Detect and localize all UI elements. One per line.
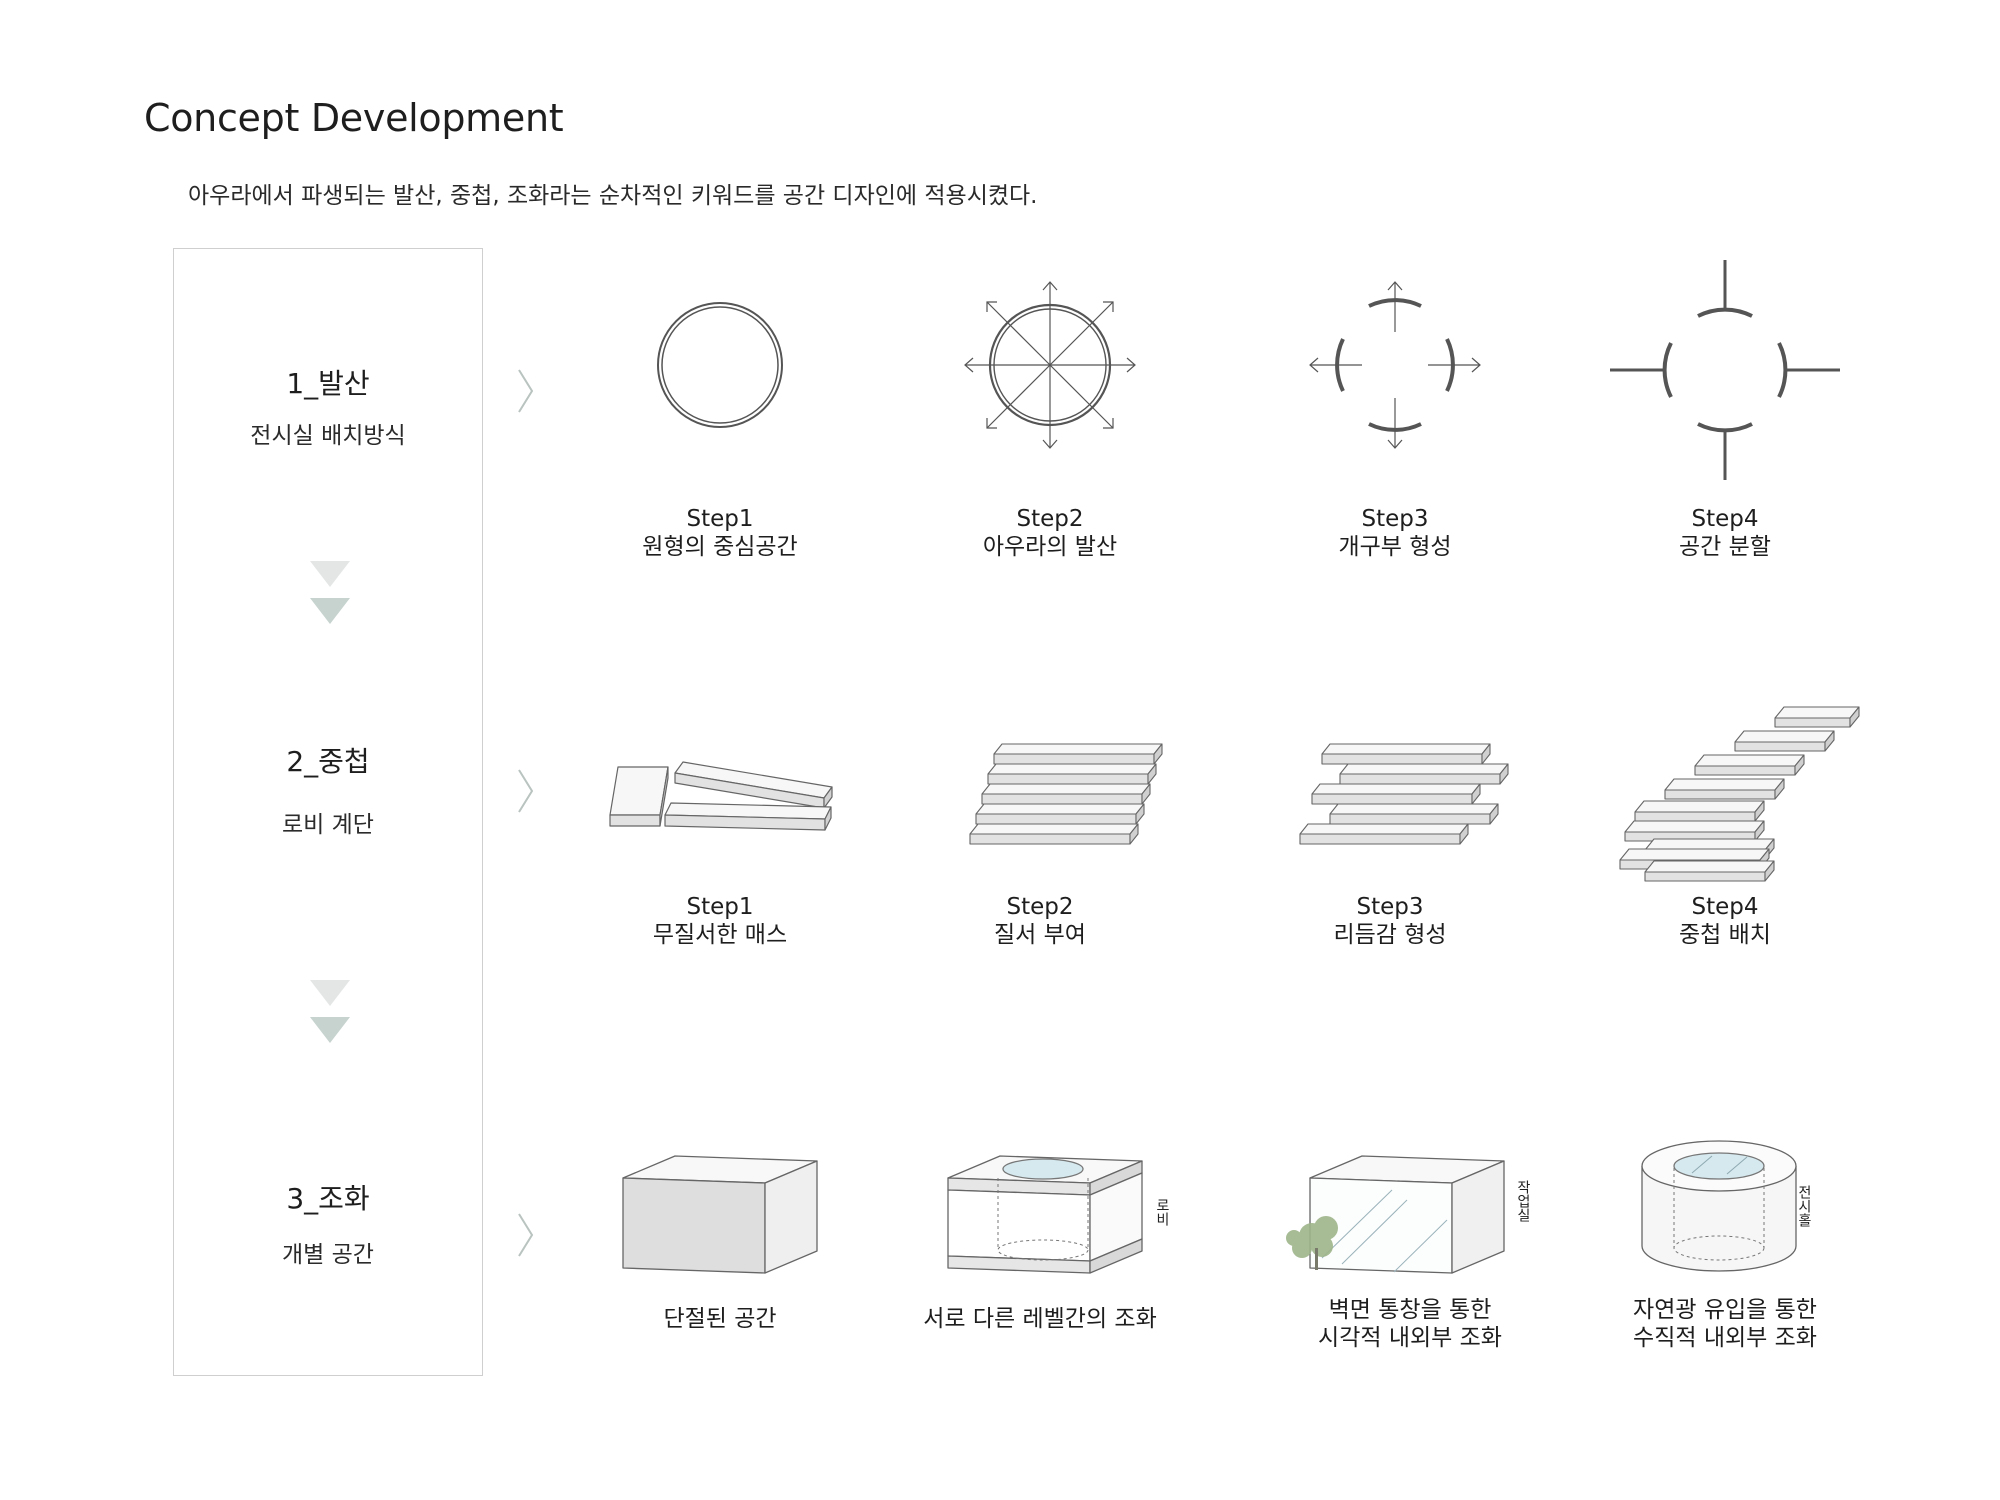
chevron-right-icon bbox=[518, 1213, 534, 1257]
down-arrow-icon bbox=[310, 561, 350, 587]
stage-1-subtitle: 전시실 배치방식 bbox=[250, 423, 406, 449]
stage-3-subtitle: 개별 공간 bbox=[282, 1242, 374, 1268]
slab bbox=[1774, 706, 1860, 728]
stage-1-title: 1_발산 bbox=[286, 367, 370, 400]
slab bbox=[1694, 754, 1805, 776]
page-subtitle: 아우라에서 파생되는 발산, 중첩, 조화라는 순차적인 키워드를 공간 디자인… bbox=[188, 183, 1038, 209]
caption-3-1: 단절된 공간 bbox=[663, 1306, 777, 1332]
slab bbox=[1339, 763, 1509, 785]
lobby-tag: 로비 bbox=[1154, 1198, 1170, 1226]
slab bbox=[1624, 820, 1765, 842]
stage-2-subtitle: 로비 계단 bbox=[282, 812, 374, 838]
exhibition-hall-diagram bbox=[1641, 1140, 1797, 1272]
slab bbox=[975, 803, 1145, 825]
down-arrow-icon bbox=[310, 598, 350, 624]
circle-center-diagram bbox=[657, 302, 783, 428]
ordered-slabs-diagram bbox=[969, 743, 1163, 845]
stage-2-title: 2_중첩 bbox=[286, 745, 370, 778]
slab bbox=[969, 823, 1139, 845]
down-arrow-icon bbox=[310, 1017, 350, 1043]
workshop-tag: 작업실 bbox=[1515, 1180, 1531, 1222]
chevron-right-icon bbox=[518, 769, 534, 813]
page-title: Concept Development bbox=[144, 96, 564, 140]
rhythm-slabs-diagram bbox=[1299, 743, 1509, 845]
slab bbox=[1644, 860, 1775, 882]
workshop-window-diagram bbox=[1286, 1155, 1505, 1274]
slab bbox=[1329, 803, 1499, 825]
caption-3-2: 서로 다른 레벨간의 조화 bbox=[923, 1306, 1157, 1332]
chevron-right-icon bbox=[518, 369, 534, 413]
exhibition-hall-tag: 전시홀 bbox=[1796, 1185, 1812, 1227]
down-arrow-icon bbox=[310, 980, 350, 1006]
slab bbox=[987, 763, 1157, 785]
slab bbox=[993, 743, 1163, 765]
disordered-mass-diagram bbox=[609, 761, 833, 831]
isolated-box-diagram bbox=[622, 1155, 818, 1274]
overlapped-slabs-diagram bbox=[1619, 706, 1860, 882]
slab bbox=[1734, 730, 1835, 752]
opening-formation-diagram bbox=[1309, 281, 1481, 449]
stage-3-title: 3_조화 bbox=[286, 1182, 370, 1215]
slab bbox=[1634, 800, 1765, 822]
slab bbox=[1311, 783, 1481, 805]
space-division-diagram bbox=[1610, 260, 1840, 480]
lobby-levels-diagram bbox=[947, 1155, 1143, 1274]
stage-panel bbox=[173, 248, 483, 1376]
slab bbox=[1299, 823, 1469, 845]
slab bbox=[981, 783, 1151, 805]
slab bbox=[1321, 743, 1491, 765]
slab bbox=[1664, 778, 1785, 800]
aura-radiation-diagram bbox=[964, 281, 1136, 449]
